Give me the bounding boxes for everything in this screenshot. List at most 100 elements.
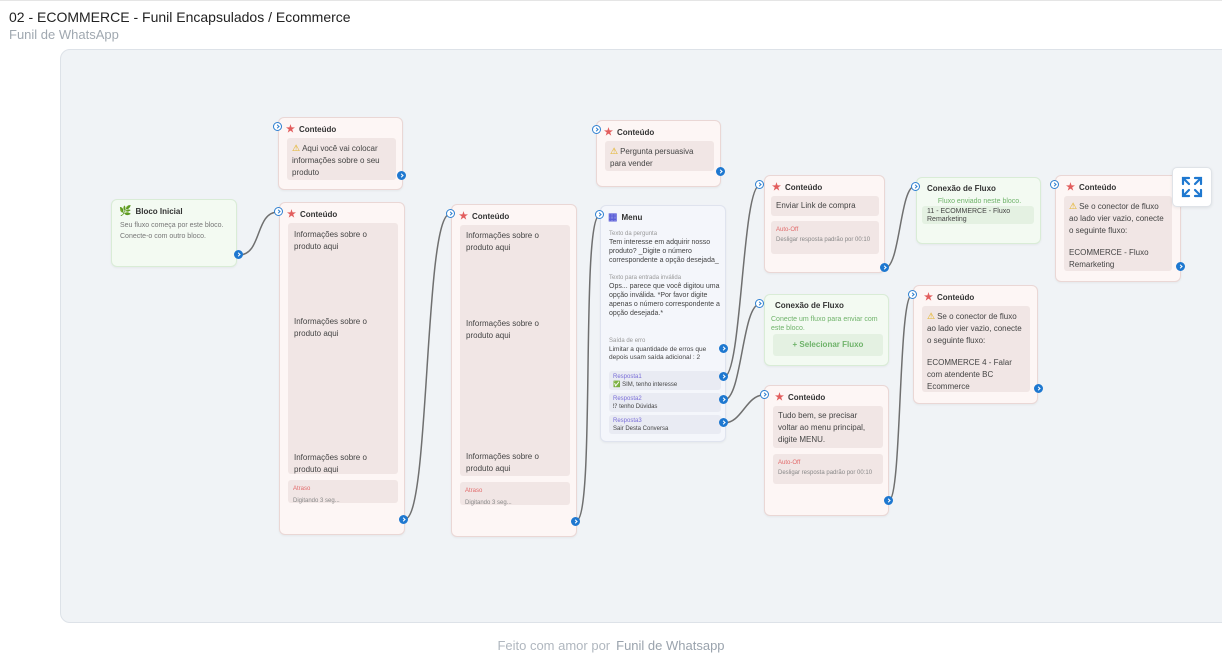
content-block-8-output[interactable] [1034,384,1043,393]
delay-label: Atraso [465,488,483,494]
page-subtitle: Funil de WhatsApp [9,27,119,42]
expand-icon [1181,176,1203,198]
flow-connection-sent-title: Conexão de Fluxo [927,184,996,193]
star-icon: ★ [287,209,296,220]
flow-connection-sent-input[interactable] [911,182,920,191]
leaf-icon: 🌿 [119,206,132,217]
content-block-3-output[interactable] [571,517,580,526]
response-2-label: Resposta2 [613,396,642,402]
flow-connection-empty-title: Conexão de Fluxo [775,301,844,310]
expand-canvas-button[interactable] [1172,167,1212,207]
content-block-6-output[interactable] [884,496,893,505]
flow-connection-sent[interactable]: Conexão de Fluxo Fluxo enviado neste blo… [916,177,1041,244]
menu-block-title: Menu [621,213,643,222]
content-block-8-title: Conteúdo [936,293,975,302]
flow-connection-empty-input[interactable] [755,299,764,308]
start-block[interactable]: 🌿Bloco Inicial Seu fluxo começa por este… [111,199,237,267]
content-block-6-message: Tudo bem, se precisar voltar ao menu pri… [773,406,883,448]
content-block-6-title: Conteúdo [787,393,826,402]
menu-response-2[interactable]: Resposta2 ⁉ tenho Dúvidas [609,393,721,412]
content-block-1-title: Conteúdo [298,125,337,134]
content-block-2[interactable]: ★Conteúdo Informações sobre o produto aq… [279,202,405,535]
content-block-5-output[interactable] [880,263,889,272]
content-block-1-output[interactable] [397,171,406,180]
content-block-7-title: Conteúdo [1078,183,1117,192]
content-block-4[interactable]: ★Conteúdo ⚠Pergunta persuasiva para vend… [596,120,721,187]
content-block-1-input[interactable] [273,122,282,131]
content-block-7[interactable]: ★Conteúdo ⚠Se o conector de fluxo ao lad… [1055,175,1181,282]
content-block-4-output[interactable] [716,167,725,176]
content-block-7-output[interactable] [1176,262,1185,271]
star-icon: ★ [286,124,295,135]
star-icon: ★ [604,127,613,138]
select-flow-button[interactable]: + Selecionar Fluxo [773,334,883,356]
flow-connection-empty-text: Conecte um fluxo para enviar com este bl… [771,316,878,332]
content-block-3-item-3: Informações sobre o produto aqui [466,452,539,473]
menu-invalid-label: Texto para entrada inválida [609,275,682,281]
menu-response-1[interactable]: Resposta1 ✅ SIM, tenho interesse [609,371,721,390]
response-3-label: Resposta3 [613,418,642,424]
content-block-3[interactable]: ★Conteúdo Informações sobre o produto aq… [451,204,577,537]
warning-icon: ⚠ [610,146,619,156]
footer-text: Feito com amor por [497,638,611,653]
warning-icon: ⚠ [927,311,936,321]
content-block-5-auto-off: Auto-Off Desligar resposta padrão por 00… [771,221,879,254]
flow-connection-sent-header: Conexão de Fluxo [927,184,996,193]
menu-response-1-output[interactable] [719,372,728,381]
menu-block[interactable]: ▦Menu Texto da pergunta Tem interesse em… [600,205,726,442]
content-block-7-message: ⚠Se o conector de fluxo ao lado vier vaz… [1064,196,1172,271]
content-block-3-message-area [460,225,570,476]
content-block-7-input[interactable] [1050,180,1059,189]
content-block-4-input[interactable] [592,125,601,134]
menu-error-output[interactable] [719,344,728,353]
content-block-6-header: ★Conteúdo [775,392,825,403]
content-block-8-message: ⚠Se o conector de fluxo ao lado vier vaz… [922,306,1030,392]
flow-connection-sent-flow[interactable]: 11 - ECOMMERCE - Fluxo Remarketing [922,206,1034,224]
content-block-2-output[interactable] [399,515,408,524]
auto-off-text: Desligar resposta padrão por 00:10 [776,237,871,243]
content-block-6-auto-off: Auto-Off Desligar resposta padrão por 00… [773,454,883,484]
content-block-5-input[interactable] [755,180,764,189]
content-block-8[interactable]: ★Conteúdo ⚠Se o conector de fluxo ao lad… [913,285,1038,404]
menu-block-header: ▦Menu [608,212,642,223]
content-block-6[interactable]: ★Conteúdo Tudo bem, se precisar voltar a… [764,385,889,516]
content-block-5[interactable]: ★Conteúdo Enviar Link de compra Auto-Off… [764,175,885,273]
footer-brand-link[interactable]: Funil de Whatsapp [616,638,725,653]
menu-response-3[interactable]: Resposta3 Sair Desta Conversa [609,415,721,434]
auto-off-text: Desligar resposta padrão por 00:10 [778,470,873,476]
content-block-8-input[interactable] [908,290,917,299]
auto-off-label: Auto-Off [776,227,799,233]
page-title: 02 - ECOMMERCE - Funil Encapsulados / Ec… [9,9,351,25]
content-block-8-flow: ECOMMERCE 4 - Falar com atendente BC Eco… [927,358,1012,391]
content-block-6-input[interactable] [760,390,769,399]
content-block-1[interactable]: ★Conteúdo ⚠Aqui você vai colocar informa… [278,117,403,190]
menu-question-text: Tem interesse em adquirir nosso produto?… [609,239,719,264]
start-block-output[interactable] [234,250,243,259]
start-block-title: Bloco Inicial [135,207,183,216]
delay-label: Atraso [293,486,311,492]
content-block-3-input[interactable] [446,209,455,218]
content-block-2-item-1: Informações sobre o produto aqui [294,230,367,251]
menu-response-3-output[interactable] [719,418,728,427]
content-block-2-input[interactable] [274,207,283,216]
warning-icon: ⚠ [1069,201,1078,211]
menu-error-text: Limitar a quantidade de erros que depois… [609,346,707,361]
content-block-3-item-1: Informações sobre o produto aqui [466,231,539,252]
content-block-5-title: Conteúdo [784,183,823,192]
content-block-2-delay: Atraso Digitando 3 seg... [288,480,398,504]
flow-connection-empty-header: Conexão de Fluxo [775,301,844,310]
content-block-1-text: Aqui você vai colocar informações sobre … [292,144,380,177]
menu-error-label: Saída de erro [609,338,646,344]
content-block-4-title: Conteúdo [616,128,655,137]
content-block-8-text: Se o conector de fluxo ao lado vier vazi… [927,312,1022,345]
star-icon: ★ [772,182,781,193]
menu-question-label: Texto da pergunta [609,231,658,237]
response-1-text: ✅ SIM, tenho interesse [613,382,678,388]
start-block-header: 🌿Bloco Inicial [119,206,183,217]
menu-block-input[interactable] [595,210,604,219]
delay-text: Digitando 3 seg... [465,500,512,506]
flow-connection-empty[interactable]: Conexão de Fluxo Conecte um fluxo para e… [764,294,889,366]
menu-response-2-output[interactable] [719,395,728,404]
delay-text: Digitando 3 seg... [293,498,340,504]
content-block-5-message: Enviar Link de compra [771,196,879,216]
